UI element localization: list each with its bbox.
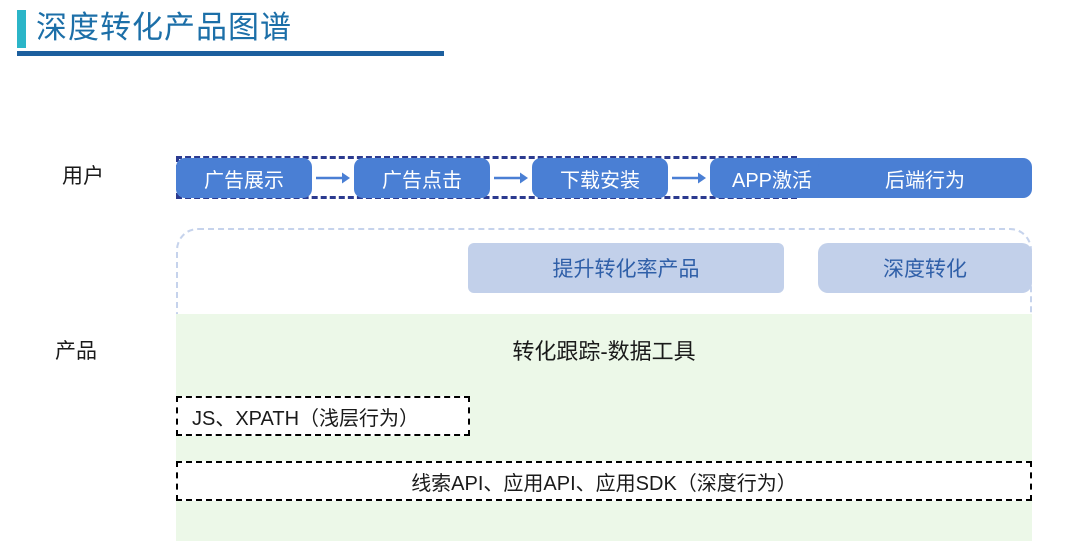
dashed-box-shallow-behavior[interactable]: JS、XPATH（浅层行为） bbox=[176, 396, 470, 436]
title-underline bbox=[17, 51, 444, 56]
flow-step-ad-impression[interactable]: 广告展示 bbox=[176, 158, 312, 198]
title-accent-bar bbox=[17, 10, 26, 48]
row-label-user: 用户 bbox=[62, 165, 104, 188]
title-block: 深度转化产品图谱 bbox=[0, 6, 460, 56]
flow-step-backend-behavior[interactable]: 后端行为 bbox=[818, 158, 1032, 198]
page-title: 深度转化产品图谱 bbox=[36, 10, 292, 45]
flow-step-ad-click[interactable]: 广告点击 bbox=[354, 158, 490, 198]
row-label-product: 产品 bbox=[55, 340, 97, 363]
dashed-box-deep-behavior[interactable]: 线索API、应用API、应用SDK（深度行为） bbox=[176, 461, 1032, 501]
flow-step-app-activation[interactable]: APP激活 bbox=[710, 158, 834, 198]
flow-arrow-2 bbox=[494, 171, 528, 185]
flow-step-download-install[interactable]: 下载安装 bbox=[532, 158, 668, 198]
flow-arrow-1 bbox=[316, 171, 350, 185]
flow-arrow-3 bbox=[672, 171, 706, 185]
conversion-tracking-title: 转化跟踪-数据工具 bbox=[512, 339, 696, 364]
product-box-conversion-uplift[interactable]: 提升转化率产品 bbox=[468, 243, 784, 293]
product-box-deep-conversion[interactable]: 深度转化 bbox=[818, 243, 1032, 293]
user-flow-row: 广告展示 广告点击 下载安装 APP激活 后端行为 bbox=[176, 158, 1032, 198]
